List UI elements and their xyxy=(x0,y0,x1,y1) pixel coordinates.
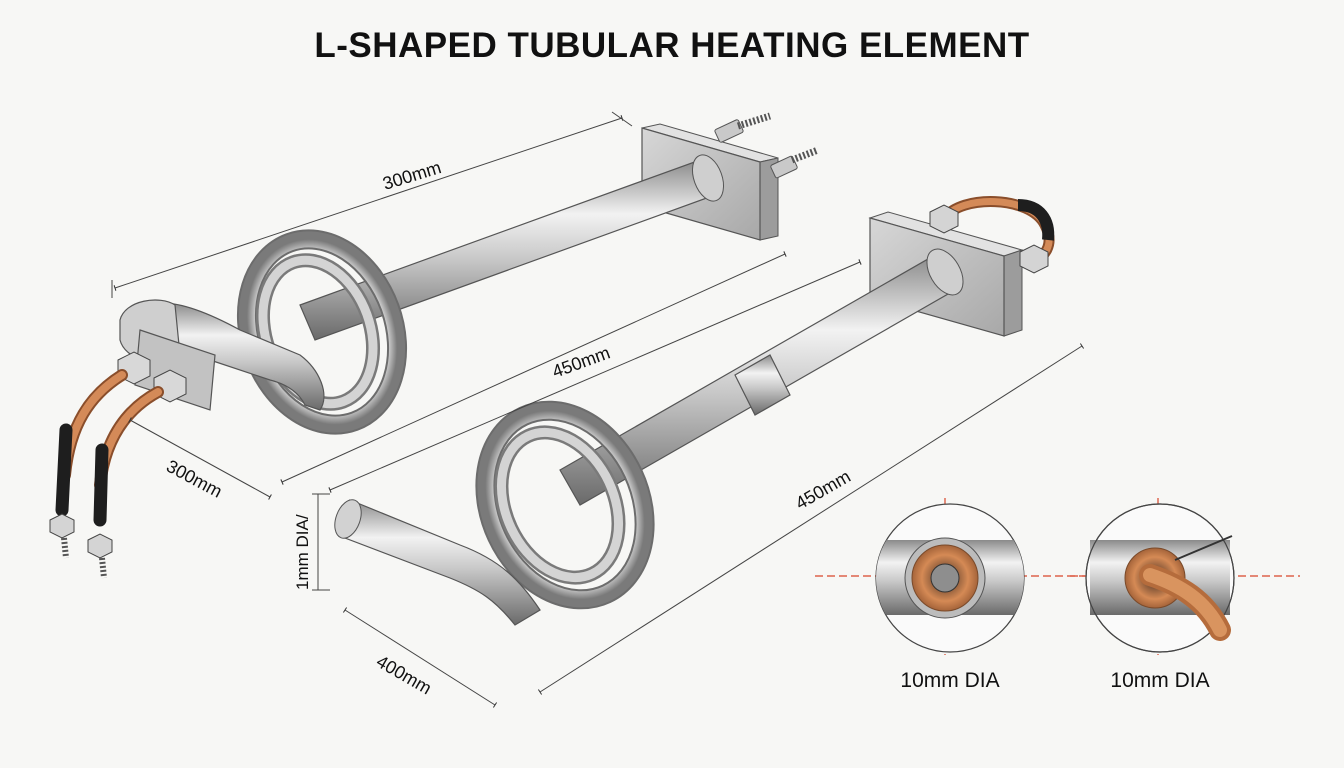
dim-lower-leg: 400mm xyxy=(373,651,435,698)
lower-bend xyxy=(334,499,541,626)
detail-view-1-label: 10mm DIA xyxy=(900,669,999,692)
terminal-bolt xyxy=(714,112,772,143)
dim-upper-diagonal: 450mm xyxy=(550,342,613,381)
terminal-bolt xyxy=(770,146,820,179)
dimension-lines xyxy=(111,111,1085,708)
detail-view-2-label: 10mm DIA xyxy=(1110,669,1209,692)
detail-view-2: 10mm DIA xyxy=(1070,498,1300,692)
upper-leads xyxy=(49,369,164,579)
detail-view-1: 10mm DIA xyxy=(815,498,1085,692)
dim-upper-leg: 300mm xyxy=(163,456,225,502)
dim-lower-diagonal: 450mm xyxy=(792,466,854,513)
diagram-title: L-SHAPED TUBULAR HEATING ELEMENT xyxy=(314,26,1030,65)
upper-element xyxy=(49,112,820,579)
dim-tube-dia: 1mm DIA/ xyxy=(293,514,312,590)
